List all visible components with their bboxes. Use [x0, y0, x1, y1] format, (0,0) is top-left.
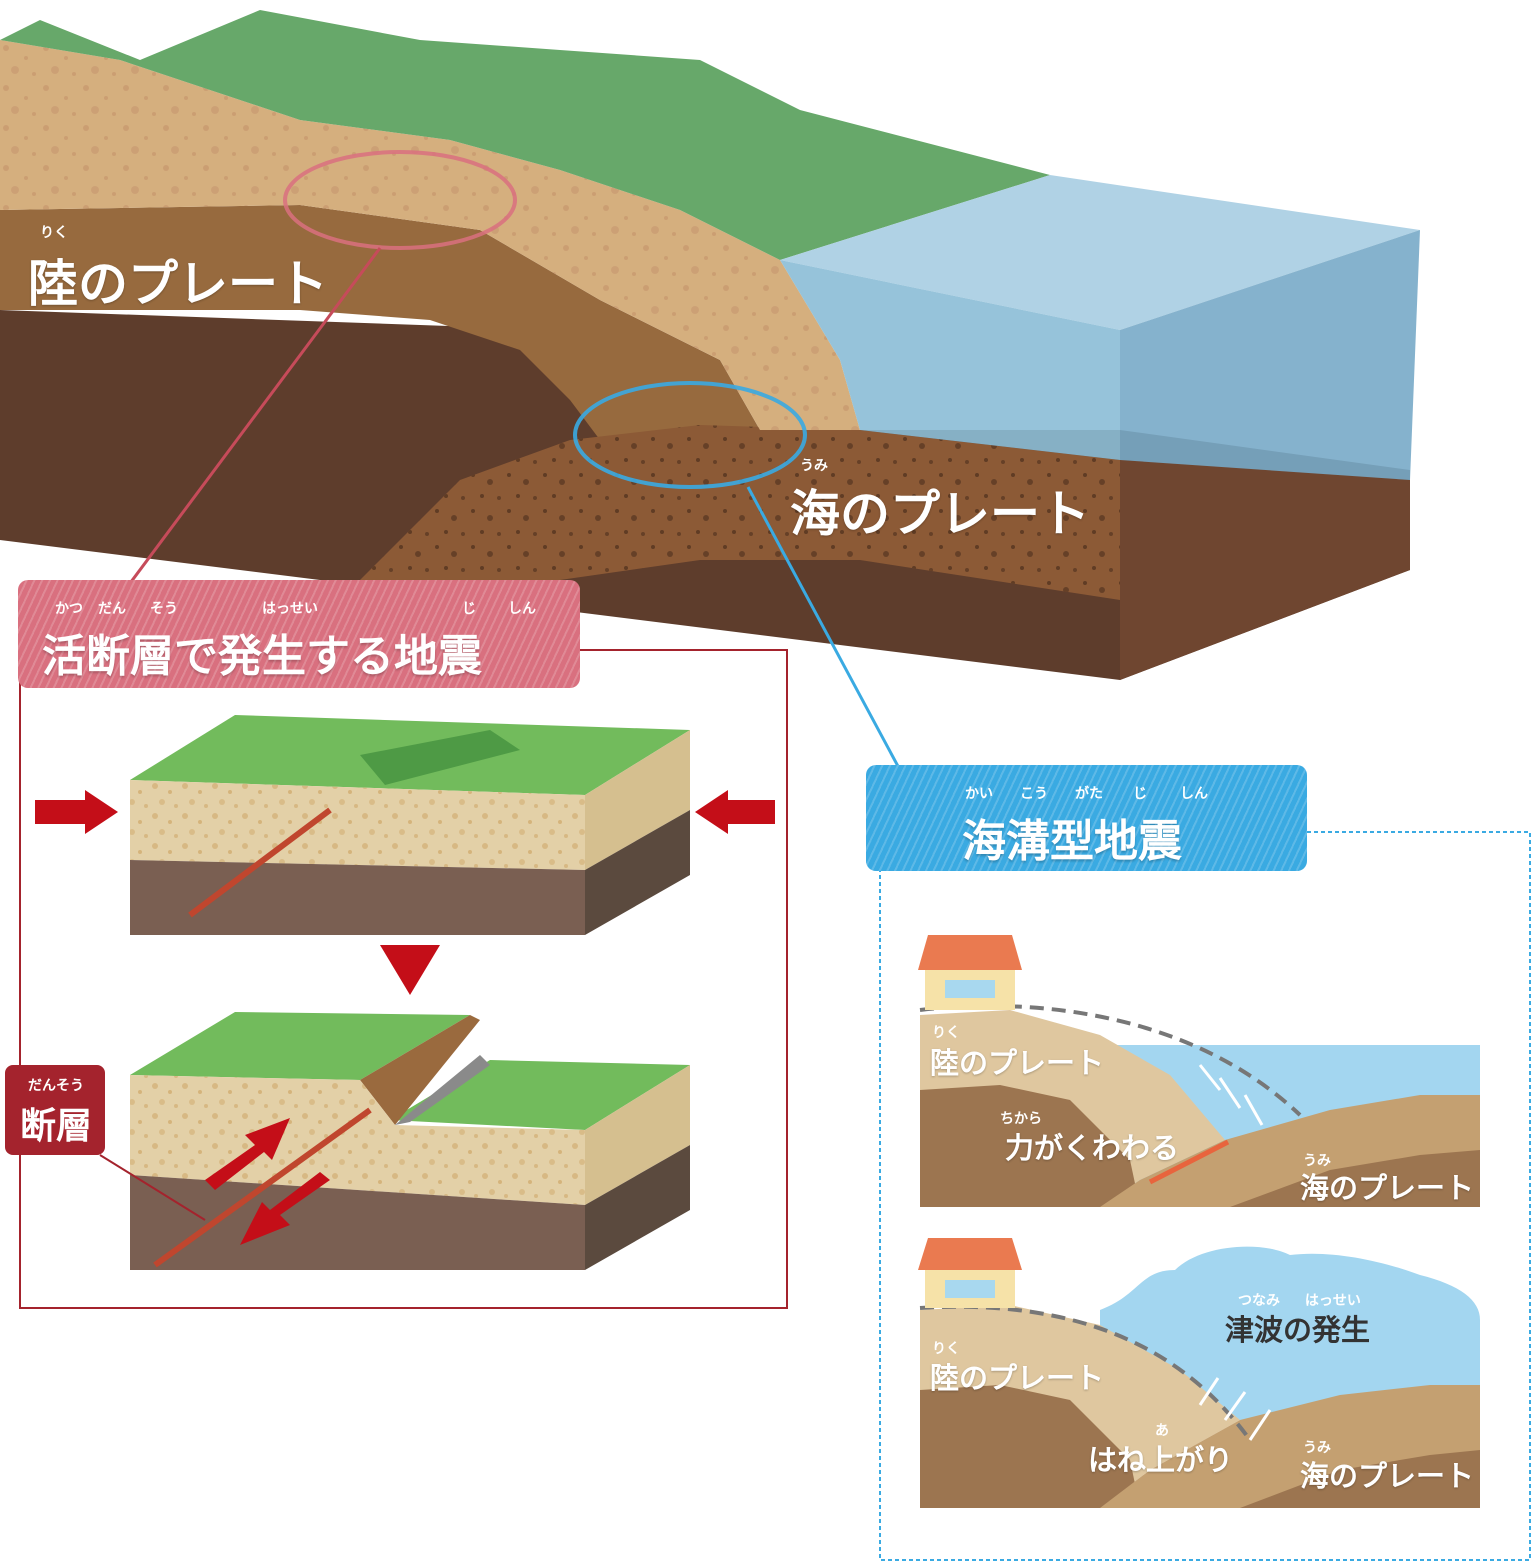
step1-force-ruby: ちから: [1000, 1111, 1042, 1127]
block2-side-sand: [585, 1065, 690, 1205]
step2-tsunami-label: 津波の発生: [1225, 1313, 1371, 1347]
trench-title-ruby-5: しん: [1180, 786, 1208, 802]
grass-surface: [0, 10, 1050, 260]
step1-land-ruby: りく: [932, 1025, 960, 1041]
fault-badge-ruby: だんそう: [28, 1078, 84, 1094]
block1-front-rock: [130, 860, 585, 935]
fault-title-ruby-5: じ: [462, 601, 476, 617]
fault-block-before: [35, 715, 775, 935]
step2-sea-plate-deep: [1240, 1450, 1480, 1508]
step2-land-label: 陸のプレート: [930, 1361, 1105, 1395]
step1-down-arrows: [1198, 1064, 1264, 1126]
block1-ridge: [360, 730, 520, 785]
fault-zoom-circle: [283, 150, 517, 250]
push-arrow-left: [35, 790, 118, 834]
sea-water-top: [780, 175, 1420, 330]
step2-land-ruby: りく: [932, 1341, 960, 1357]
trench-title-ruby-4: じ: [1133, 786, 1147, 802]
step1-land-label: 陸のプレート: [930, 1046, 1105, 1080]
sea-plate-label: 海のプレート: [790, 485, 1090, 543]
fault-title-ruby-1: かつ: [55, 601, 83, 617]
main-cross-section: [0, 10, 1420, 771]
fault-title-ruby-6: しん: [508, 601, 536, 617]
step2-rebound-label: はね上がり: [1088, 1443, 1234, 1477]
step2-tsunami-water: [1100, 1246, 1480, 1420]
trench-connector-line: [746, 486, 902, 771]
fault-title-ruby-3: そう: [150, 601, 178, 617]
fault-title-ruby-4: はっせい: [262, 601, 318, 617]
push-arrow-right: [695, 790, 775, 834]
sea-water-body: [780, 260, 1120, 460]
trench-title: 海溝型地震: [962, 816, 1182, 867]
fault-title-box: [18, 580, 580, 688]
slip-arrow-up: [205, 1118, 290, 1190]
block2-front-sand-dots: [130, 1075, 585, 1205]
block1-front-sand-dots: [130, 780, 585, 870]
fault-title: 活断層で発生する地震: [42, 631, 482, 682]
block2-scarp: [360, 1015, 480, 1125]
fault-badge-label: 断層: [20, 1106, 93, 1147]
trench-title-ruby-3: がた: [1075, 786, 1103, 802]
sea-water-side: [1120, 230, 1420, 480]
trench-step2: [918, 1238, 1480, 1508]
land-plate-layer: [0, 205, 760, 440]
fault-block-after: [99, 1012, 690, 1270]
block2-top-left: [130, 1012, 470, 1080]
step2-house-icon: [918, 1238, 1022, 1308]
fault-badge-pointer: [99, 1154, 206, 1221]
slip-arrow-down: [240, 1172, 330, 1245]
step1-sea-ruby: うみ: [1303, 1153, 1331, 1169]
step1-sea-plate-deep: [1230, 1150, 1480, 1207]
step1-sea-label: 海のプレート: [1300, 1171, 1475, 1205]
step1-deep: [920, 1085, 1140, 1207]
block2-side-rock: [585, 1145, 690, 1270]
fault-title-ruby-2: だん: [98, 601, 126, 617]
sea-plate-ruby: うみ: [800, 458, 828, 474]
step1-force-label: 力がくわわる: [1005, 1131, 1180, 1165]
trench-title-box: [866, 765, 1307, 871]
block1-side-sand: [585, 730, 690, 870]
fault-badge: [5, 1065, 105, 1155]
trench-zoom-circle: [573, 381, 807, 489]
fault-connector-line: [123, 247, 382, 591]
step1-stress-zone: [1148, 1139, 1230, 1185]
step1-house-icon: [918, 935, 1022, 1010]
land-surface-dots: [0, 40, 860, 430]
trench-step1: [918, 935, 1480, 1207]
step2-sea-label: 海のプレート: [1300, 1459, 1475, 1493]
trench-title-ruby-1: かい: [965, 786, 993, 802]
step2-tsunami-ruby: つなみ はっせい: [1238, 1293, 1361, 1309]
step2-deep: [920, 1385, 1140, 1508]
trench-title-ruby-2: こう: [1020, 786, 1048, 802]
down-arrow-triangle: [380, 945, 440, 995]
block2-fault-line: [153, 1107, 372, 1268]
step2-up-arrows: [1198, 1377, 1272, 1441]
block1-side-rock: [585, 810, 690, 935]
block2-rubble: [395, 1055, 490, 1125]
sea-plate-front: [1120, 460, 1410, 680]
land-plate-label: 陸のプレート: [28, 255, 328, 313]
step2-sea-ruby: うみ: [1303, 1440, 1331, 1456]
block1-fault-line: [188, 807, 332, 918]
land-plate-ruby: りく: [40, 225, 68, 241]
step2-rebound-ruby: あ: [1155, 1423, 1169, 1439]
